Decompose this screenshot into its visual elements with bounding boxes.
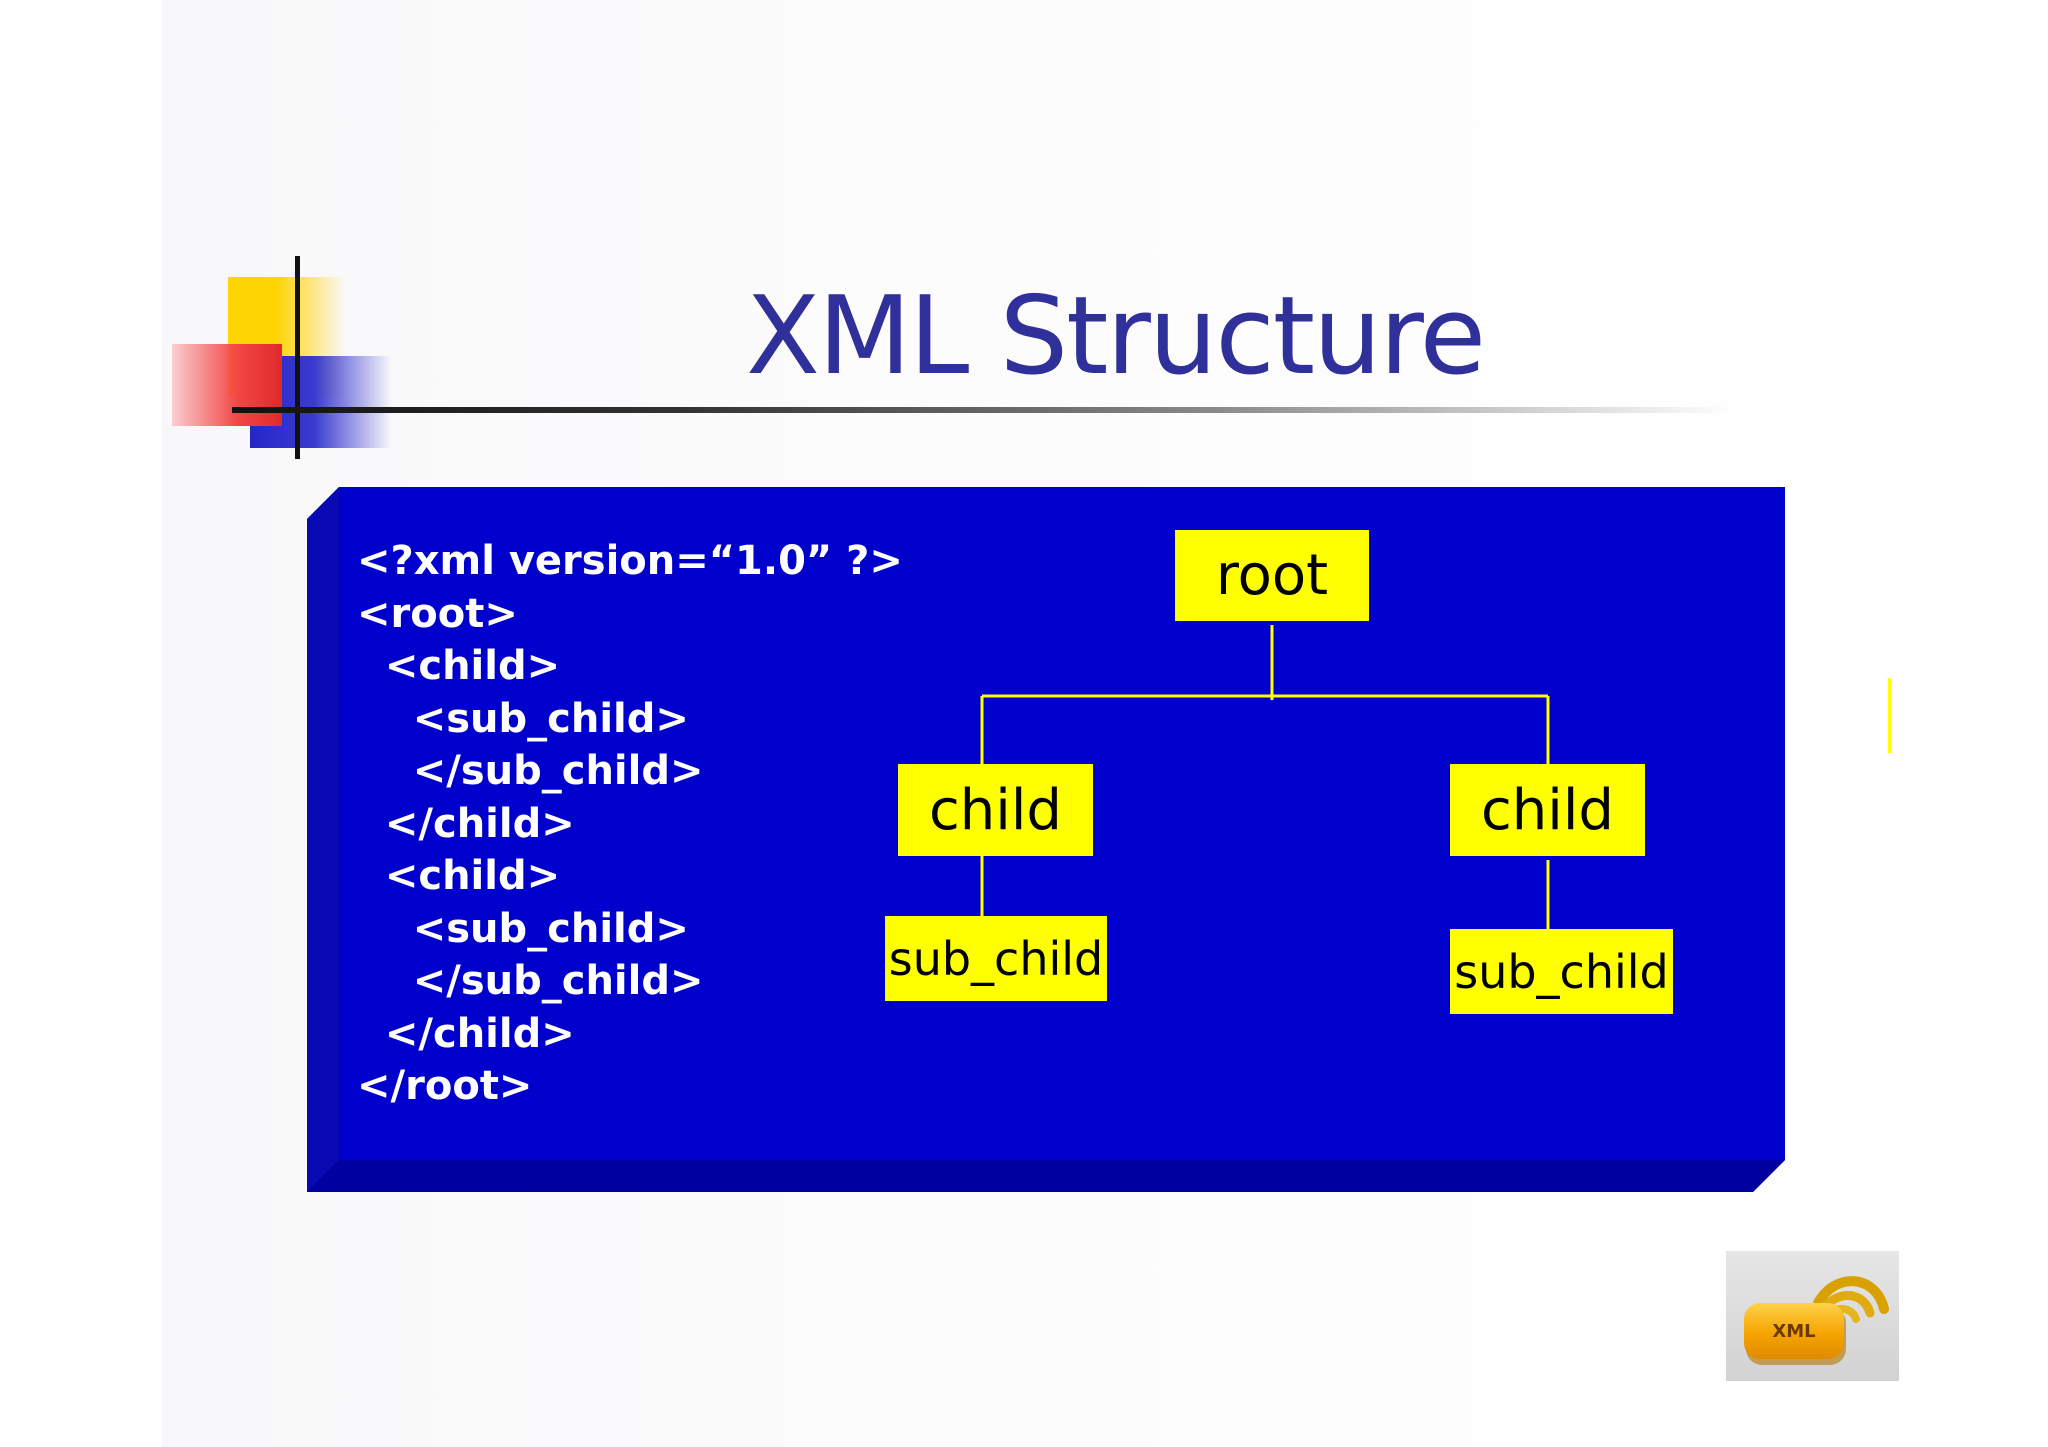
xml-logo: XML	[1726, 1251, 1899, 1381]
code-line: </child>	[357, 800, 575, 847]
xml-logo-graphic: XML	[1744, 1276, 1889, 1365]
code-line: <?xml version=“1.0” ?>	[357, 538, 903, 584]
code-line: <child>	[357, 643, 561, 689]
code-line: </root>	[357, 1063, 533, 1109]
tree-node-sub-child-2: sub_child	[1450, 929, 1673, 1014]
decorative-yellow-mark	[1888, 678, 1891, 753]
xml-code-listing: <?xml version=“1.0” ?> <root> <child> <su…	[357, 535, 903, 1113]
panel-left-bevel	[307, 487, 339, 1192]
tree-node-child-1: child	[898, 764, 1093, 856]
slide-title: XML Structure	[745, 274, 1486, 399]
xml-logo-text: XML	[1772, 1321, 1815, 1342]
code-line: </child>	[357, 1010, 575, 1057]
panel-bottom-bevel	[307, 1160, 1785, 1192]
code-line: <sub_child>	[357, 905, 689, 952]
tree-node-child-2: child	[1450, 764, 1645, 856]
title-underline	[232, 407, 1732, 413]
signal-wave-outer	[1813, 1276, 1889, 1314]
code-line: <root>	[357, 590, 518, 637]
code-line: </sub_child>	[357, 748, 704, 794]
code-line: </sub_child>	[357, 958, 704, 1004]
tree-node-root: root	[1175, 530, 1369, 621]
tree-node-sub-child-1: sub_child	[885, 916, 1107, 1001]
decorative-red-square	[172, 344, 282, 426]
decorative-vertical-line	[295, 256, 300, 459]
xml-logo-pill	[1744, 1303, 1844, 1359]
code-line: <child>	[357, 853, 561, 899]
code-line: <sub_child>	[357, 695, 689, 742]
